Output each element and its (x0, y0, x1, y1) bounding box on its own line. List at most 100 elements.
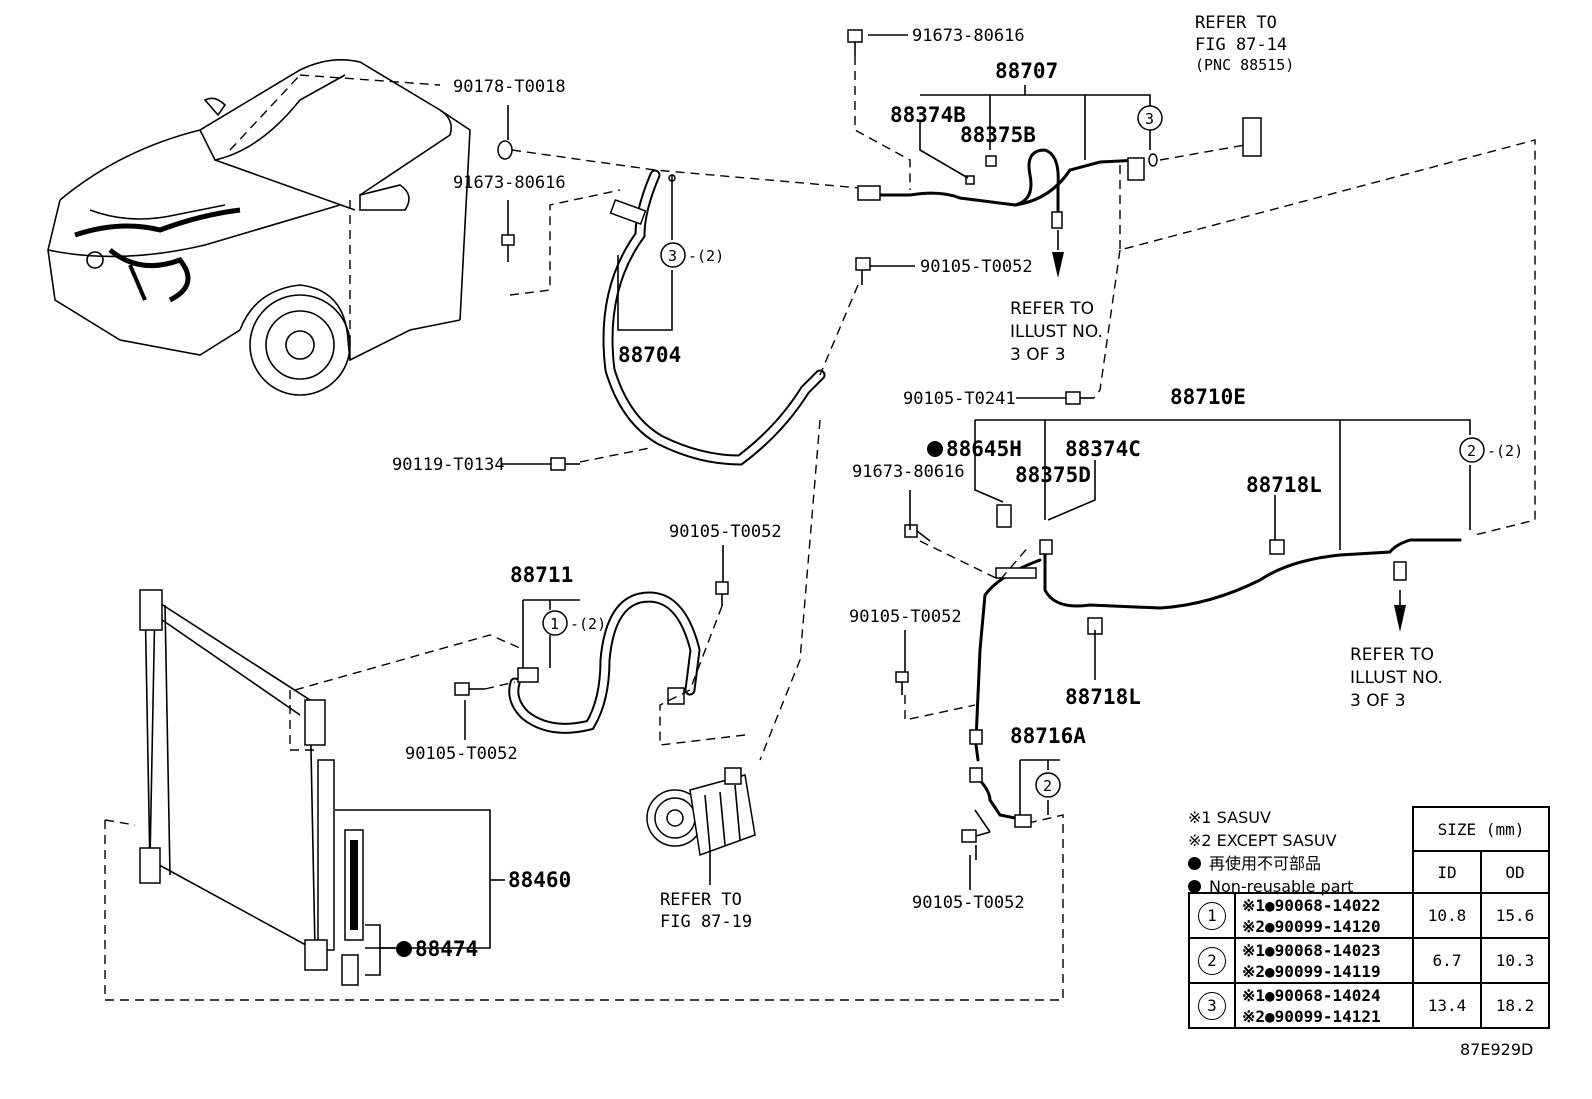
label-91673-80616-left: 91673-80616 (453, 173, 566, 193)
row-id: 13.4 (1412, 982, 1482, 1029)
legend: ※1 SASUV ※2 EXCEPT SASUV 再使用不可部品 Non-reu… (1188, 806, 1544, 1024)
pipe-88707 (857, 117, 1262, 229)
label-90105-T0052-bottom: 90105-T0052 (912, 893, 1025, 913)
row-od: 15.6 (1480, 892, 1550, 939)
svg-text:-(2): -(2) (1487, 442, 1523, 460)
ref-fig-87-14-line2: FIG 87-14 (1195, 35, 1287, 55)
non-reusable-dot-icon (927, 441, 943, 457)
callout-1: 1 -(2) (542, 610, 606, 636)
note-except-sasuv: ※2 EXCEPT SASUV (1188, 831, 1337, 850)
hose-88704 (602, 169, 826, 466)
id-header: ID (1412, 850, 1482, 894)
label-88374B: 88374B (890, 103, 966, 127)
label-90105-T0052-top: 90105-T0052 (920, 257, 1033, 277)
label-88716A: 88716A (1010, 724, 1086, 748)
label-90105-T0241: 90105-T0241 (903, 389, 1016, 409)
bolt-90105-T0052-mid (715, 581, 729, 606)
bolt-91673-80616-right (904, 524, 931, 542)
label-88704: 88704 (618, 343, 681, 367)
bolt-90105-T0052-right (895, 671, 909, 695)
label-90119-T0134: 90119-T0134 (392, 455, 505, 475)
svg-text:3: 3 (1145, 110, 1154, 128)
row-id: 6.7 (1412, 937, 1482, 984)
bolt-90105-T0052-bottom (961, 829, 991, 843)
row-od: 10.3 (1480, 937, 1550, 984)
row-code: ※2●90099-14121 (1242, 1006, 1381, 1026)
label-90105-T0052-right: 90105-T0052 (849, 607, 962, 627)
callout-2-right: 2-(2) (1459, 437, 1523, 463)
row-code: ※1●90068-14023 (1242, 940, 1381, 960)
row-number: 1 (1198, 901, 1226, 930)
vehicle-illustration (47, 59, 471, 396)
label-90105-T0052-left: 90105-T0052 (405, 744, 518, 764)
part-labels: 90178-T0018 91673-80616 91673-80616 8870… (392, 26, 1322, 961)
svg-text:-(2): -(2) (688, 247, 724, 265)
row-od: 18.2 (1480, 982, 1550, 1029)
label-91673-80616-right: 91673-80616 (852, 462, 965, 482)
ref-illust-a-line2: ILLUST NO. (1010, 322, 1103, 342)
ref-illust-b-line3: 3 OF 3 (1350, 691, 1406, 711)
pipe-88716A (969, 729, 1032, 828)
row-code: ※2●90099-14120 (1242, 916, 1381, 936)
label-88460: 88460 (508, 868, 571, 892)
non-reusable-dot-icon (396, 941, 412, 957)
row-code: ※1●90068-14024 (1242, 985, 1381, 1005)
row-id: 10.8 (1412, 892, 1482, 939)
row-number: 3 (1198, 991, 1226, 1020)
label-90105-T0052-mid: 90105-T0052 (669, 522, 782, 542)
table-row: 1 ※1●90068-14022※2●90099-14120 10.8 15.6 (1188, 892, 1550, 939)
note-non-reusable-en: Non-reusable part (1188, 875, 1408, 898)
reference-notes: REFER TO FIG 87-14 (PNC 88515) REFER TO … (660, 13, 1443, 932)
label-88710E: 88710E (1170, 385, 1246, 409)
table-row: 3 ※1●90068-14024※2●90099-14121 13.4 18.2 (1188, 982, 1550, 1029)
cap-90178-T0018 (497, 140, 513, 160)
bolt-90105-T0052-top (855, 257, 871, 285)
row-code: ※1●90068-14022 (1242, 895, 1381, 915)
callout-3-top: 3 (1137, 105, 1163, 131)
label-91673-80616-top: 91673-80616 (912, 26, 1025, 46)
svg-text:3: 3 (668, 247, 677, 265)
ref-fig-87-14-line3: (PNC 88515) (1195, 56, 1294, 74)
callout-2-bottom: 2 (1035, 772, 1061, 798)
label-88374C: 88374C (1065, 437, 1141, 461)
dot-icon (1188, 857, 1201, 870)
label-88711: 88711 (510, 563, 573, 587)
label-88718L-lower: 88718L (1065, 685, 1141, 709)
table-row: 2 ※1●90068-14023※2●90099-14119 6.7 10.3 (1188, 937, 1550, 984)
row-number: 2 (1198, 946, 1226, 975)
label-88707: 88707 (995, 59, 1058, 83)
label-88375B: 88375B (960, 123, 1036, 147)
fasteners (454, 29, 1094, 843)
hose-88711 (508, 591, 701, 734)
ac-compressor (646, 767, 756, 857)
figure-number: 87E929D (1460, 1040, 1534, 1059)
row-code: ※2●90099-14119 (1242, 961, 1381, 981)
ref-fig-87-19-line2: FIG 87-19 (660, 912, 752, 932)
label-88474: 88474 (415, 937, 478, 961)
label-88718L-upper: 88718L (1246, 473, 1322, 497)
ref-fig-87-14-line1: REFER TO (1195, 13, 1277, 33)
ref-illust-b-line1: REFER TO (1350, 645, 1434, 665)
ref-illust-b-line2: ILLUST NO. (1350, 668, 1443, 688)
svg-text:2: 2 (1043, 777, 1052, 795)
note-sasuv: ※1 SASUV (1188, 808, 1271, 827)
callout-3-upper: 3 -(2) (660, 242, 724, 268)
label-90178-T0018: 90178-T0018 (453, 77, 566, 97)
pipe-88710E (974, 504, 1462, 742)
ref-illust-a-line1: REFER TO (1010, 299, 1094, 319)
svg-text:1: 1 (550, 615, 559, 633)
bolt-90119-T0134 (550, 457, 580, 471)
label-88645H: 88645H (946, 437, 1022, 461)
bolt-90105-T0241 (1065, 391, 1094, 405)
size-header: SIZE (mm) (1412, 806, 1550, 852)
note-non-reusable-jp: 再使用不可部品 (1188, 852, 1408, 875)
callouts: 3 -(2) 3 2-(2) 1 -(2) 2 (542, 105, 1523, 798)
legend-notes: ※1 SASUV ※2 EXCEPT SASUV 再使用不可部品 Non-reu… (1188, 806, 1408, 898)
bolt-90105-T0052-left (454, 682, 485, 696)
vehicle-ac-lines-highlight (74, 207, 241, 303)
svg-text:-(2): -(2) (570, 615, 606, 633)
dot-icon (1188, 880, 1201, 893)
bolt-91673-80616-top (847, 29, 863, 56)
label-88375D: 88375D (1015, 463, 1091, 487)
